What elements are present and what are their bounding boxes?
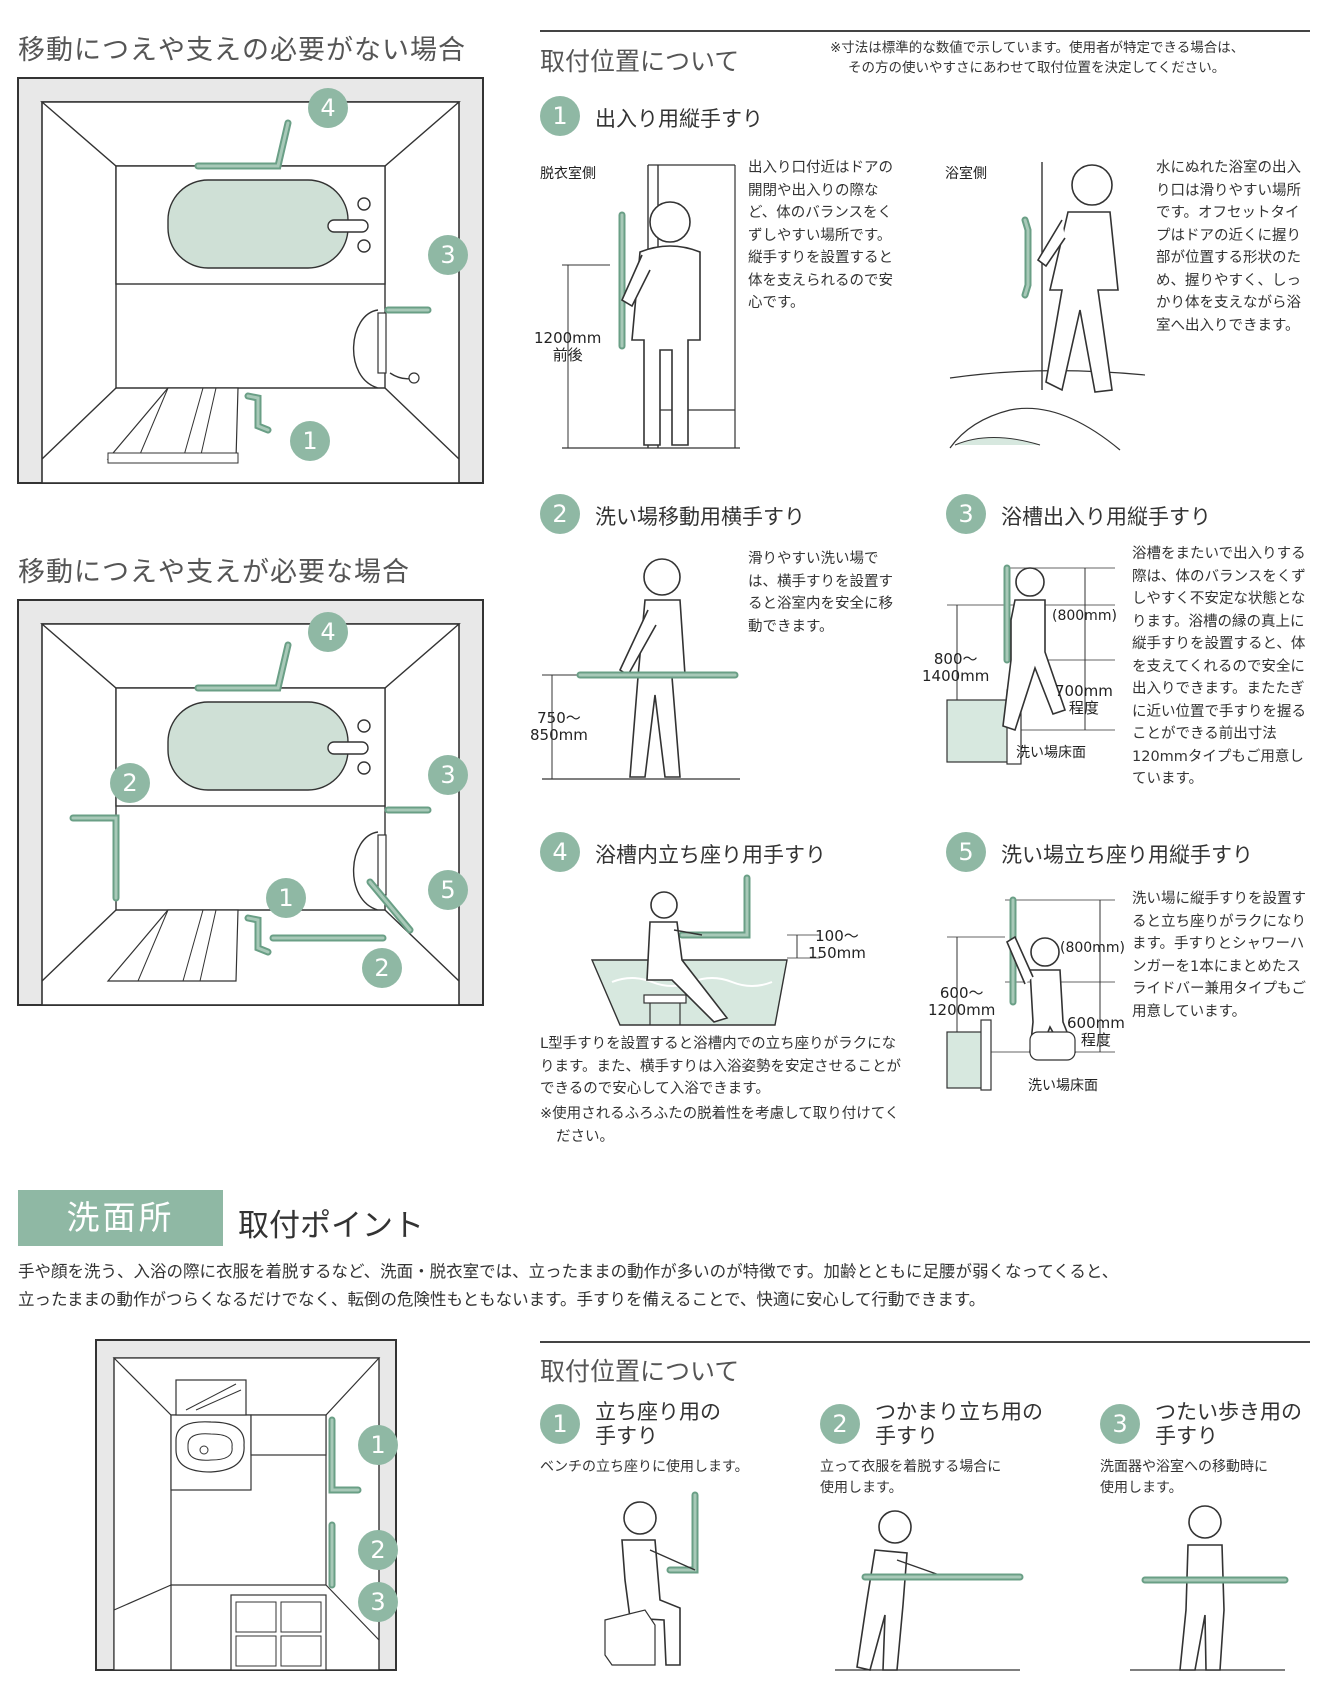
heading-no-support: 移動につえや支えの必要がない場合 [18,35,466,66]
item2-dim-sub: 850mm [530,726,588,744]
item5-illustration [946,896,1115,1091]
item5-dim-left-value: 600～ [939,984,984,1002]
washroom-badge-1: 1 [358,1425,398,1465]
item4-title: 浴槽内立ち座り用手すり [595,843,826,867]
item2-dim-value: 750～ [537,709,581,727]
item5-floor: 洗い場床面 [1028,1078,1098,1094]
item4-dim-value: 100～ [815,927,859,945]
item3-badge: 3 [946,494,986,534]
top-note-line2: その方の使いやすさにあわせて取付位置を決定してください。 [848,60,1226,76]
top-note-line1: ※寸法は標準的な数値で示しています。使用者が特定できる場合は、 [830,40,1245,56]
plan-badge-1: 1 [290,421,330,461]
washroom-point1-desc: ベンチの立ち座りに使用します。 [540,1459,749,1475]
item5-title: 洗い場立ち座り用縦手すり [1001,843,1253,867]
washroom-point1-title: 立ち座り用の 手すり [595,1400,721,1448]
washroom-point3-title-l1: つたい歩き用の [1155,1400,1302,1424]
washroom-point3-desc-l2: 使用します。 [1100,1480,1183,1496]
washroom-plan: 1 2 3 [95,1339,398,1671]
item1-desc-left: 出入り口付近はドアの開閉や出入りの際など、体のバランスをくずしやすい場所です。縦… [748,160,893,311]
heading-with-support: 移動につえや支えが必要な場合 [18,557,410,588]
item3-dim-left-sub: 1400mm [922,667,990,685]
item5-desc: 洗い場に縦手すりを設置すると立ち座りがラクになります。手すりとシャワーハンガーを… [1132,891,1306,1020]
washroom-point2-illustration [835,1510,1024,1671]
item2-dim: 750～ 850mm [530,710,588,744]
item2-title: 洗い場移動用横手すり [595,505,805,529]
washroom-point2-badge: 2 [820,1404,860,1444]
item3-dim-right: 700mm 程度 [1055,683,1113,717]
item3-dim-right-value: 700mm [1055,682,1113,700]
item5-dim-top: (800mm) [1060,940,1125,956]
section-rule-top [540,30,1310,32]
plan-badge-5: 5 [428,870,468,910]
item3-dim-left-value: 800～ [933,650,978,668]
washroom-intro-line1: 手や顔を洗う、入浴の際に衣服を着脱するなど、洗面・脱衣室では、立ったままの動作が… [18,1262,1119,1281]
plan-badge-4: 4 [308,612,348,652]
washroom-point2-desc-l2: 使用します。 [820,1480,903,1496]
item3-floor: 洗い場床面 [1016,745,1086,761]
item4-desc: L型手すりを設置すると浴槽内での立ち座りがラクになります。また、横手すりは入浴姿… [540,1036,902,1097]
item2-illustration [542,558,740,780]
item5-dim-right-value: 600mm [1067,1014,1125,1032]
item3-illustration [946,564,1115,765]
item4-badge: 4 [540,832,580,872]
item5-dim-left: 600～ 1200mm [928,985,995,1019]
top-note: ※寸法は標準的な数値で示しています。使用者が特定できる場合は、 その方の使いやす… [830,38,1244,78]
washroom-point3-desc: 洗面器や浴室への移動時に 使用します。 [1100,1457,1268,1499]
item1-label-left: 脱衣室側 [540,166,596,182]
item3-title: 浴槽出入り用縦手すり [1001,505,1211,529]
plan-badge-1: 1 [266,878,306,918]
washroom-intro-line2: 立ったままの動作がつらくなるだけでなく、転倒の危険性もともないます。手すりを備え… [18,1290,986,1309]
washroom-point1-illustration [604,1491,699,1666]
item2-desc: 滑りやすい洗い場では、横手すりを設置すると浴室内を安全に移動できます。 [748,551,893,635]
item5-dim-right: 600mm 程度 [1067,1015,1125,1049]
item5-dim-left-sub: 1200mm [928,1001,996,1019]
item1-badge: 1 [540,96,580,136]
item3-dim-left: 800～ 1400mm [922,651,989,685]
washroom-point3-illustration [1130,1505,1289,1671]
plan-badge-2: 2 [110,763,150,803]
item1-label-right: 浴室側 [945,166,987,182]
item4-note: ※使用されるふろふたの脱着性を考慮して取り付けてください。 [540,1106,900,1145]
washroom-badge-3: 3 [358,1582,398,1622]
item3-desc: 浴槽をまたいで出入りする際は、体のバランスをくずしやすく不安定な状態となります。… [1132,546,1306,787]
install-position-title-top: 取付位置について [540,47,740,76]
item2-badge: 2 [540,494,580,534]
washroom-point2-title-l1: つかまり立ち用の [875,1400,1043,1424]
plan-badge-2b: 2 [362,948,402,988]
item1-left-illustration [562,164,740,449]
item4-dim: 100～ 150mm [808,928,866,962]
washroom-point1-badge: 1 [540,1404,580,1444]
install-position-title-bottom: 取付位置について [540,1357,740,1386]
item5-badge: 5 [946,832,986,872]
bathroom-plan-no-support: 4 3 1 [17,77,484,484]
item3-dim-right-sub: 程度 [1068,699,1099,717]
washroom-point2-desc-l1: 立って衣服を着脱する場合に [820,1459,1002,1475]
washroom-intro: 手や顔を洗う、入浴の際に衣服を着脱するなど、洗面・脱衣室では、立ったままの動作が… [18,1258,1118,1314]
washroom-point1-title-l2: 手すり [595,1424,658,1448]
washroom-point2-title-l2: 手すり [875,1424,938,1448]
section-rule-bottom [540,1341,1310,1343]
washroom-point3-badge: 3 [1100,1404,1140,1444]
item1-desc-right: 水にぬれた浴室の出入り口は滑りやすい場所です。オフセットタイプはドアの近くに握り… [1156,160,1301,334]
washroom-badge-2: 2 [358,1530,398,1570]
plan-badge-4: 4 [308,88,348,128]
washroom-point1-title-l1: 立ち座り用の [595,1400,721,1424]
washroom-point3-title-l2: 手すり [1155,1424,1218,1448]
washroom-point3-desc-l1: 洗面器や浴室への移動時に [1100,1459,1268,1475]
item4-dim-sub: 150mm [808,944,866,962]
item1-title: 出入り用縦手すり [595,107,763,131]
washroom-tag: 洗面所 [18,1190,223,1246]
item5-dim-right-sub: 程度 [1080,1031,1111,1049]
washroom-point3-title: つたい歩き用の 手すり [1155,1400,1302,1448]
item3-dim-top: (800mm) [1052,608,1117,624]
item4-illustration [590,874,820,1026]
item1-right-illustration [949,162,1146,451]
washroom-title: 取付ポイント [238,1208,424,1244]
washroom-point2-title: つかまり立ち用の 手すり [875,1400,1043,1448]
plan-badge-3: 3 [428,755,468,795]
washroom-point2-desc: 立って衣服を着脱する場合に 使用します。 [820,1457,1001,1499]
bathroom-plan-with-support: 4 2 3 5 1 2 [17,599,484,1006]
plan-badge-3: 3 [428,235,468,275]
